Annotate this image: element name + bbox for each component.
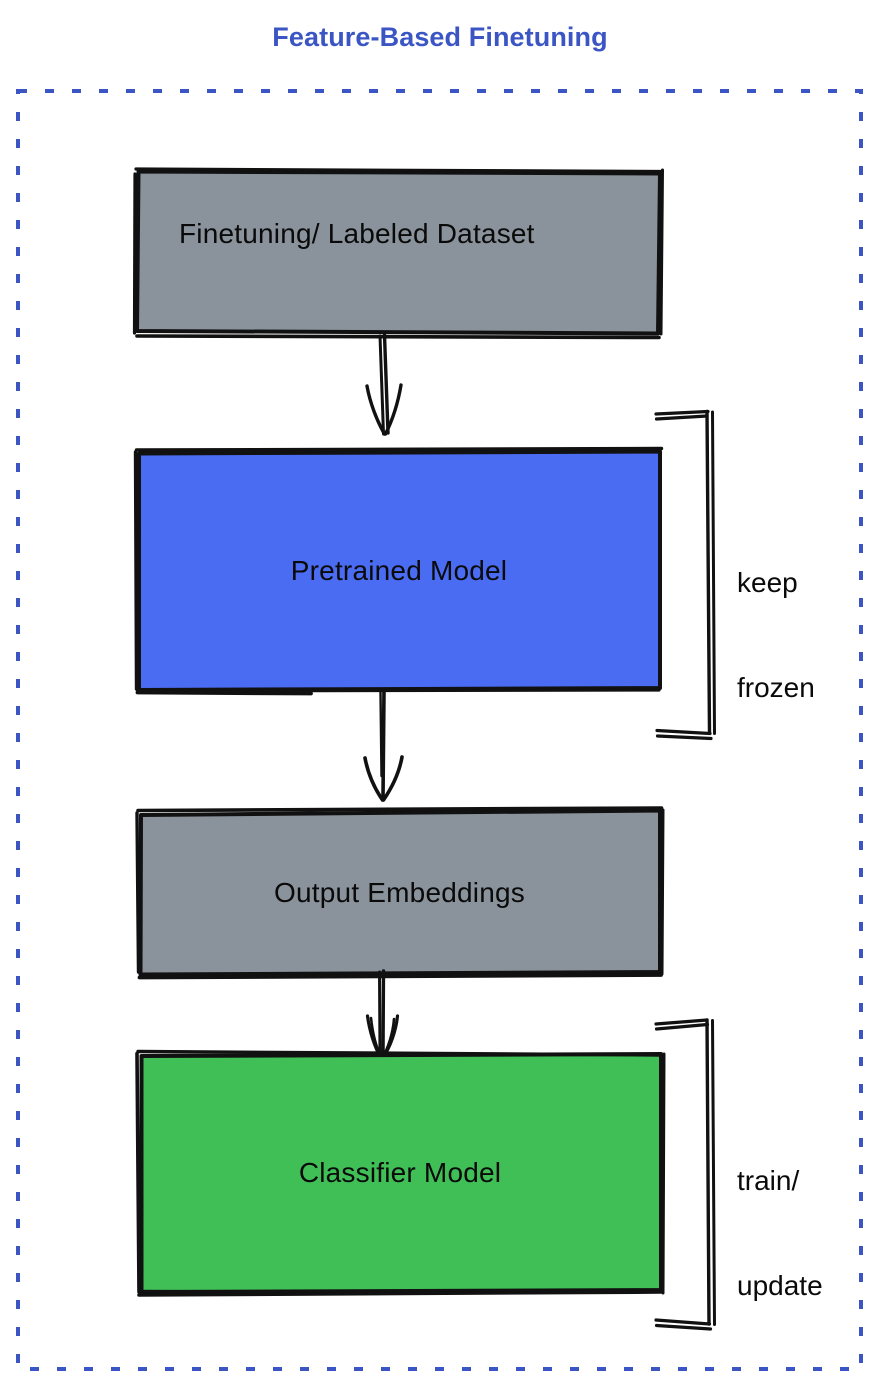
node-shape-pretrained: [133, 446, 664, 696]
node-finetuning-labeled-dataset[interactable]: Finetuning/ Labeled Dataset: [132, 167, 664, 340]
node-shape-classifier: [135, 1049, 666, 1297]
node-classifier-model[interactable]: Classifier Model: [135, 1049, 666, 1297]
annotation-train-update: train/ update: [737, 1095, 823, 1373]
bracket-train-update: [650, 1007, 730, 1337]
node-pretrained-model[interactable]: Pretrained Model: [133, 446, 664, 696]
node-label-classifier: Classifier Model: [298, 1157, 502, 1188]
bracket-keep-frozen: [650, 407, 730, 742]
arrow-pretrained-to-embeddings: [350, 688, 440, 812]
node-shape-dataset: [132, 167, 664, 340]
annotation-train-update-line1: train/: [737, 1165, 800, 1197]
node-shape-embeddings: [135, 806, 665, 980]
annotation-keep-frozen-line2: frozen: [737, 671, 815, 703]
node-label-pretrained: Pretrained Model: [290, 555, 508, 586]
node-label-dataset: Finetuning/ Labeled Dataset: [179, 218, 535, 249]
annotation-keep-frozen: keep frozen: [737, 497, 815, 775]
node-output-embeddings[interactable]: Output Embeddings: [135, 806, 665, 980]
annotation-keep-frozen-line1: keep: [737, 567, 798, 599]
node-label-embeddings: Output Embeddings: [274, 877, 525, 908]
annotation-train-update-line2: update: [737, 1269, 823, 1301]
arrow-dataset-to-pretrained: [350, 333, 440, 455]
page-title: Feature-Based Finetuning: [272, 22, 608, 52]
